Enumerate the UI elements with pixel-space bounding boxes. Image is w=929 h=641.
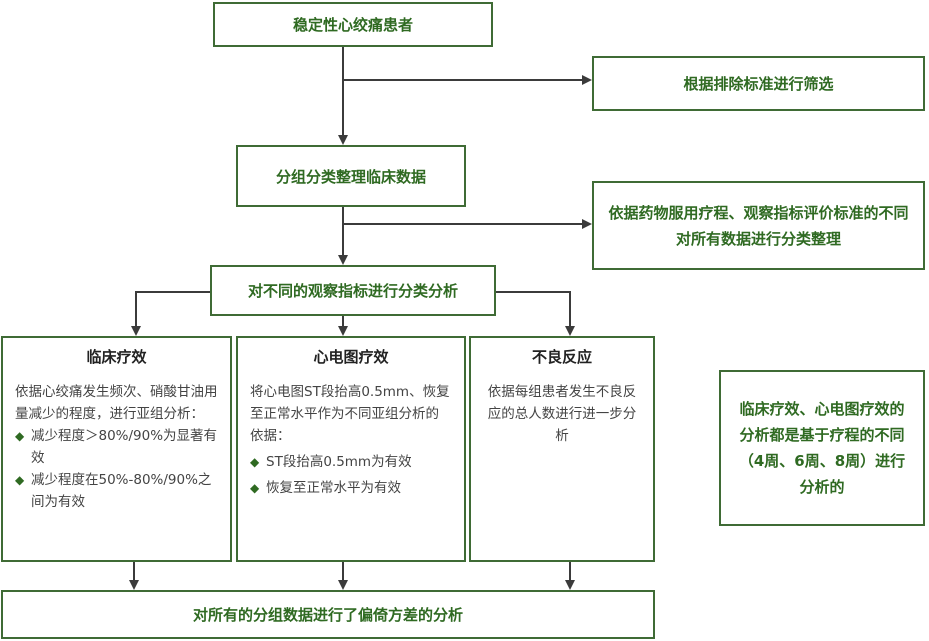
- column-clinical: 临床疗效 依据心绞痛发生频次、硝酸甘油用量减少的程度，进行亚组分析： ◆ 减少程…: [1, 336, 232, 562]
- column-adverse: 不良反应 依据每组患者发生不良反应的总人数进行进一步分析: [469, 336, 655, 562]
- arrow-to-adverse: [495, 291, 575, 336]
- node-classify-note-label: 依据药物服用疗程、观察指标评价标准的不同对所有数据进行分类整理: [608, 203, 909, 248]
- arrow-to-clinical: [131, 291, 210, 336]
- column-adverse-title: 不良反应: [531, 348, 592, 366]
- node-start-label: 稳定性心绞痛患者: [292, 16, 413, 34]
- node-start: 稳定性心绞痛患者: [213, 2, 493, 47]
- node-group: 分组分类整理临床数据: [236, 145, 466, 207]
- diamond-bullet-icon: ◆: [250, 481, 260, 495]
- node-analysis-label: 对不同的观察指标进行分类分析: [247, 282, 458, 300]
- node-group-label: 分组分类整理临床数据: [275, 167, 426, 186]
- diamond-bullet-icon: ◆: [250, 455, 260, 469]
- column-ecg-text: 将心电图ST段抬高0.5mm、恢复至正常水平作为不同亚组分析的依据：: [250, 384, 450, 444]
- column-clinical-bullet-text: 减少程度在50%-80%/90%之间为有效: [31, 472, 212, 510]
- column-ecg-bullet: ◆ 恢复至正常水平为有效: [250, 477, 452, 499]
- column-ecg-bullet: ◆ ST段抬高0.5mm为有效: [250, 451, 452, 473]
- node-classify-note: 依据药物服用疗程、观察指标评价标准的不同对所有数据进行分类整理: [592, 181, 925, 270]
- column-clinical-title: 临床疗效: [86, 348, 147, 366]
- node-side-note: 临床疗效、心电图疗效的分析都是基于疗程的不同（4周、6周、8周）进行分析的: [719, 370, 925, 526]
- node-screening: 根据排除标准进行筛选: [592, 56, 925, 111]
- diamond-bullet-icon: ◆: [15, 429, 25, 443]
- column-ecg: 心电图疗效 将心电图ST段抬高0.5mm、恢复至正常水平作为不同亚组分析的依据：…: [236, 336, 466, 562]
- column-adverse-text: 依据每组患者发生不良反应的总人数进行进一步分析: [487, 384, 637, 444]
- column-clinical-bullet: ◆ 减少程度＞80%/90%为显著有效: [15, 425, 218, 469]
- node-side-note-label: 临床疗效、心电图疗效的分析都是基于疗程的不同（4周、6周、8周）进行分析的: [738, 400, 906, 496]
- column-clinical-bullet: ◆ 减少程度在50%-80%/90%之间为有效: [15, 469, 218, 513]
- column-ecg-title: 心电图疗效: [313, 348, 389, 366]
- column-clinical-text: 依据心绞痛发生频次、硝酸甘油用量减少的程度，进行亚组分析：: [15, 384, 218, 422]
- node-screening-label: 根据排除标准进行筛选: [683, 75, 834, 93]
- column-ecg-bullet-text: ST段抬高0.5mm为有效: [266, 454, 412, 470]
- node-final-label: 对所有的分组数据进行了偏倚方差的分析: [192, 606, 463, 624]
- column-ecg-bullet-text: 恢复至正常水平为有效: [266, 480, 401, 496]
- node-final: 对所有的分组数据进行了偏倚方差的分析: [1, 590, 655, 639]
- diamond-bullet-icon: ◆: [15, 473, 25, 487]
- column-clinical-bullet-text: 减少程度＞80%/90%为显著有效: [31, 428, 218, 466]
- node-analysis: 对不同的观察指标进行分类分析: [210, 265, 496, 316]
